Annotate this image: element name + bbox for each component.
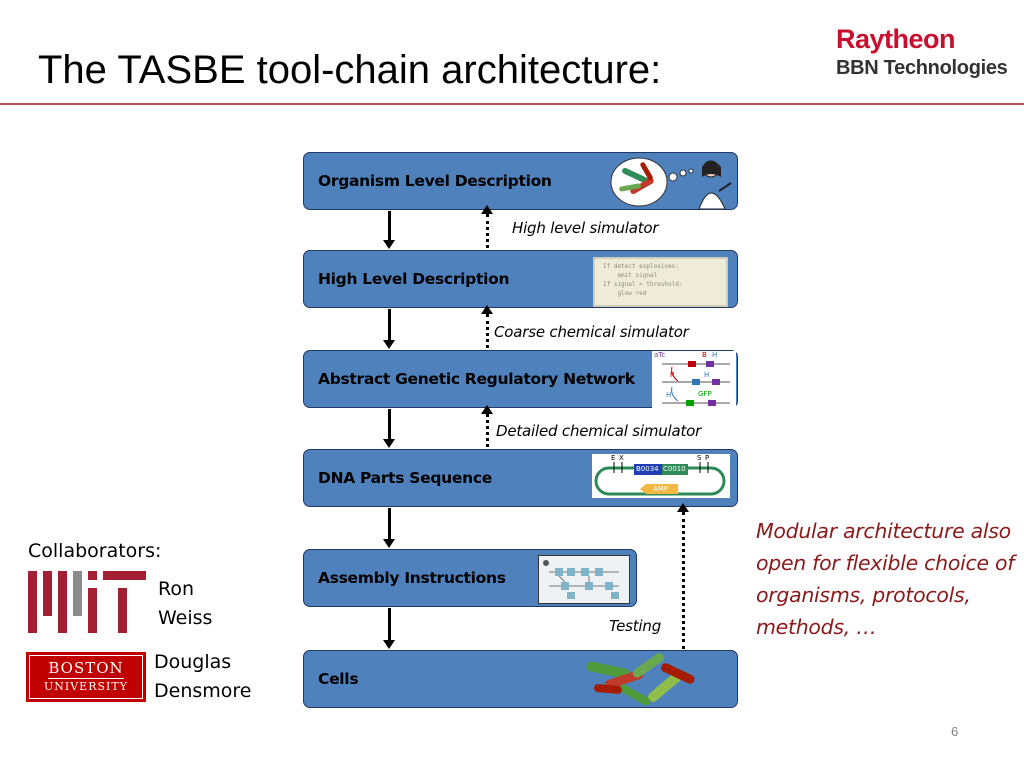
stage-label: DNA Parts Sequence	[318, 469, 492, 487]
raytheon-logo: Raytheon	[836, 24, 956, 54]
bbn-technologies-logo: BBN Technologies	[836, 57, 1008, 79]
code-snippet-panel: If detect explosives: emit signal If sig…	[593, 257, 728, 307]
dna-part-label: AMP	[653, 485, 669, 493]
stage-label: Abstract Genetic Regulatory Network	[318, 370, 635, 388]
plasmid-map: E X S P B0034 C0010 AMP	[592, 454, 730, 498]
stage-label: Cells	[318, 670, 359, 688]
code-line: If signal > threshold:	[603, 281, 683, 288]
plasmid-ring	[594, 462, 726, 496]
dna-part-label: B0034	[636, 465, 659, 473]
down-arrow	[383, 508, 395, 548]
grn-label: H	[704, 371, 710, 379]
bu-logo-line1: BOSTON	[48, 659, 124, 679]
stage-label: Assembly Instructions	[318, 569, 506, 587]
title-divider	[0, 103, 1024, 105]
bu-logo-line2: UNIVERSITY	[44, 680, 128, 693]
grn-label: GFP	[698, 390, 712, 398]
simulator-label: High level simulator	[512, 219, 659, 237]
assembly-flow-lines	[543, 560, 619, 599]
code-line: If detect explosives:	[603, 263, 679, 270]
mit-logo	[28, 571, 146, 633]
collaborator-first-name: Douglas	[154, 651, 232, 673]
dotted-up-arrow	[677, 503, 689, 649]
dna-label-x: X	[619, 454, 624, 462]
collaborator-first-name: Ron	[158, 578, 195, 600]
simulator-label: Coarse chemical simulator	[494, 323, 689, 341]
grn-label: H	[712, 351, 718, 359]
boston-university-logo: BOSTON UNIVERSITY	[26, 652, 146, 702]
down-arrow	[383, 608, 395, 649]
stage-label: Organism Level Description	[318, 172, 552, 190]
assembly-flow-diagram	[538, 555, 630, 604]
dna-part-label: C0010	[663, 465, 686, 473]
simulator-label: Testing	[609, 617, 662, 635]
grn-label: aTc	[654, 351, 666, 359]
dotted-up-arrow	[481, 305, 493, 348]
page-number: 6	[951, 724, 959, 739]
modular-architecture-note: Modular architecture also open for flexi…	[756, 519, 1015, 639]
simulator-label: Detailed chemical simulator	[496, 422, 702, 440]
down-arrow	[383, 409, 395, 448]
dna-label-s: S	[697, 454, 702, 462]
code-line: glow red	[603, 290, 647, 297]
code-line: emit signal	[603, 272, 658, 279]
bacteria-thought-bubble-icon	[610, 157, 732, 209]
dna-label-e: E	[611, 454, 616, 462]
grn-label: B	[702, 351, 707, 359]
collaborator-last-name: Densmore	[154, 680, 252, 702]
stage-label: High Level Description	[318, 270, 510, 288]
stage-organism-level: Organism Level Description	[303, 152, 738, 210]
grn-label: H	[666, 391, 672, 399]
gene-network-lines	[662, 361, 730, 406]
bacteria-cells-icon	[586, 653, 695, 706]
collaborator-last-name: Weiss	[158, 607, 213, 629]
slide-title: The TASBE tool-chain architecture:	[38, 48, 662, 92]
dotted-up-arrow	[481, 205, 493, 248]
gene-network-diagram: aTc B H R H H GFP	[652, 351, 736, 409]
down-arrow	[383, 309, 395, 349]
stage-cells: Cells	[303, 650, 738, 708]
collaborators-label: Collaborators:	[28, 540, 162, 562]
dotted-up-arrow	[481, 405, 493, 447]
dna-label-p: P	[705, 454, 710, 462]
down-arrow	[383, 211, 395, 249]
